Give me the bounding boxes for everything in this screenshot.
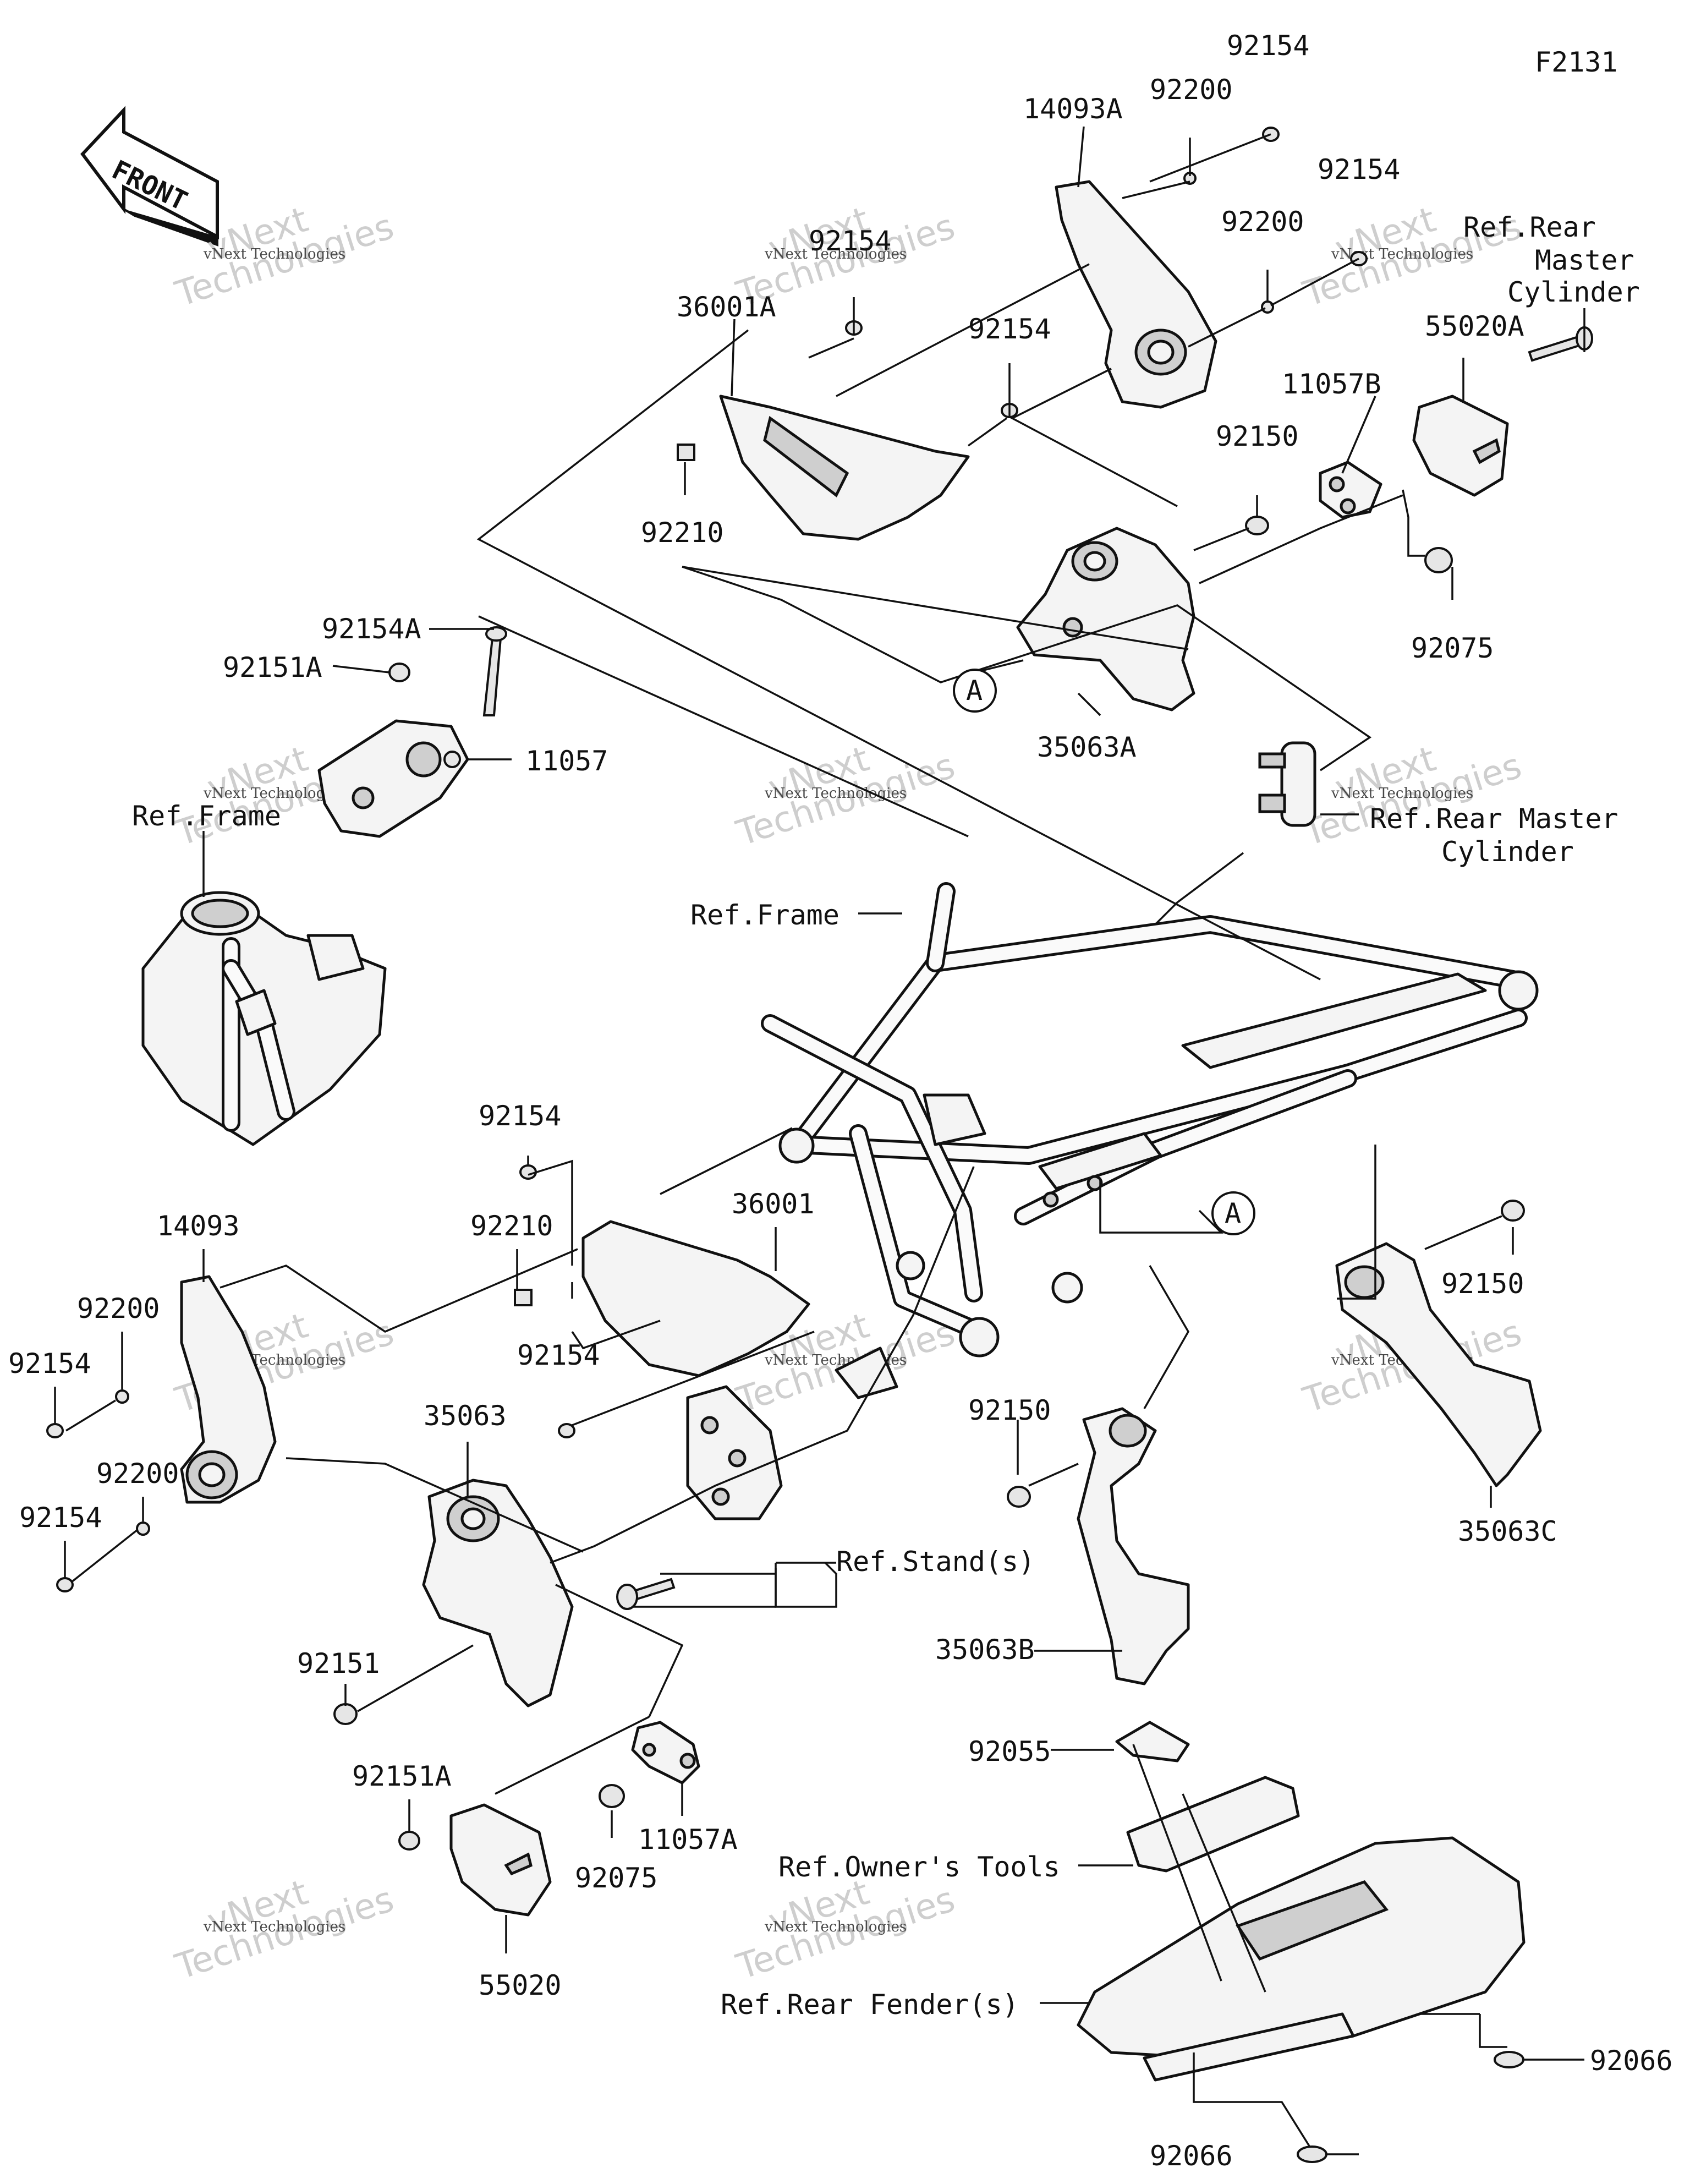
label-14093: 14093 [157,1210,240,1242]
label-92200: 92200 [96,1458,179,1490]
label-ref-rear-master: Ref.Rear Master [1370,803,1618,835]
bolt-92154A [482,626,507,716]
bolt-92151A-bottom [398,1831,420,1851]
label-11057: 11057 [525,745,608,777]
stand-bolt [616,1578,676,1610]
spacer-92075-top [1424,547,1453,573]
figure-code: F2131 [1535,46,1618,78]
label-92154A: 92154A [322,613,421,645]
grommets-92066 [1297,2051,1524,2163]
label-11057B: 11057B [1282,368,1381,400]
label-92210: 92210 [470,1210,553,1242]
callout-label: A [966,675,983,707]
label-92200: 92200 [1150,74,1233,106]
label-master: Master [1535,244,1634,276]
part-35063B-bracket [1077,1407,1190,1685]
label-35063B: 35063B [935,1634,1035,1666]
owners-tools-pouch [1126,1776,1300,1873]
label-35063A: 35063A [1037,731,1137,763]
label-92151A: 92151A [352,1760,452,1792]
part-11057A-plate [631,1721,700,1785]
label-cylinder: Cylinder [1441,836,1574,868]
label-92154: 92154 [968,313,1051,345]
label-cylinder: Cylinder [1507,276,1640,308]
watermark-small: vNext Technologies [203,246,345,262]
part-11057-bracket [317,719,469,838]
part-labels: 92154 92200 14093A 92154 92200 Ref.Rear … [8,30,1673,2172]
label-92151A: 92151A [223,652,322,683]
label-92154: 92154 [809,225,892,257]
washers-92200-top [1183,172,1274,314]
nut-92210-left [514,1289,533,1306]
callout-label: A [1225,1197,1241,1229]
label-92200: 92200 [77,1293,160,1324]
label-14093A: 14093A [1023,93,1123,125]
label-35063: 35063 [424,1400,507,1432]
label-ref-owners-tools: Ref.Owner's Tools [778,1851,1060,1883]
part-14093A-footrest [1055,180,1217,409]
part-35063C-bracket [1335,1242,1542,1487]
label-92075: 92075 [575,1862,658,1894]
label-ref-rear: Ref.Rear [1463,211,1596,243]
label-92066: 92066 [1590,2045,1673,2077]
bolt-55020A [1528,326,1593,362]
callout-a-top: A [953,669,997,713]
bolt-92151A-top [388,663,410,682]
label-92075: 92075 [1411,632,1494,664]
label-92200: 92200 [1221,206,1304,238]
label-36001A: 36001A [677,291,776,323]
label-92210: 92210 [641,517,724,549]
label-92150: 92150 [1216,420,1299,452]
main-frame [761,882,1539,1399]
label-92066: 92066 [1150,2140,1233,2172]
part-36001A-cover [719,395,970,541]
label-55020: 55020 [479,1969,562,2001]
washers-92200-left [115,1389,150,1536]
label-ref-rear-fender: Ref.Rear Fender(s) [721,1989,1019,2021]
rear-fender [1077,1836,1526,2082]
part-11057B-plate [1319,461,1382,519]
spacer-92075-bottom [599,1784,625,1808]
part-55020-guard [449,1803,552,1917]
rear-master-cylinder [1258,741,1316,827]
label-92154: 92154 [479,1100,562,1132]
label-ref-stands: Ref.Stand(s) [836,1546,1035,1578]
label-92154: 92154 [1227,30,1310,62]
label-92055: 92055 [968,1736,1051,1767]
bolt-92150-top [1245,516,1269,535]
label-ref-frame: Ref.Frame [132,800,281,832]
label-92150: 92150 [1441,1268,1524,1300]
label-92154: 92154 [19,1502,102,1534]
label-36001: 36001 [732,1188,815,1220]
label-35063C: 35063C [1458,1515,1557,1547]
label-92154: 92154 [517,1339,600,1371]
bolt-92151 [333,1703,358,1725]
part-92055-band [1115,1721,1190,1762]
label-55020A: 55020A [1425,310,1524,342]
part-36001-cover [581,1220,810,1377]
bolt-92150-center [1007,1486,1031,1508]
part-14093-footrest [180,1275,277,1504]
stand-bracket-plate [686,1385,783,1520]
watermark-small: vNext Technologies [764,1919,907,1935]
front-frame-section [141,891,387,1146]
nut-92210-top [677,444,695,461]
part-55020A-guard [1412,395,1509,497]
label-92150: 92150 [968,1394,1051,1426]
label-92154: 92154 [1318,154,1401,185]
watermark-small: vNext Technologies [1331,785,1473,802]
label-92154: 92154 [8,1348,91,1380]
label-92151: 92151 [297,1647,380,1679]
leader-lines [54,126,1585,2155]
label-11057A: 11057A [638,1824,738,1855]
front-arrow-icon: FRONT [80,106,219,247]
watermark-small: vNext Technologies [203,1919,345,1935]
part-35063A-bracket [1016,527,1195,711]
watermark-small: vNext Technologies [764,246,907,262]
callout-a-center: A [1211,1191,1255,1235]
label-ref-frame: Ref.Frame [690,899,839,931]
bolt-92150-right [1501,1200,1525,1222]
